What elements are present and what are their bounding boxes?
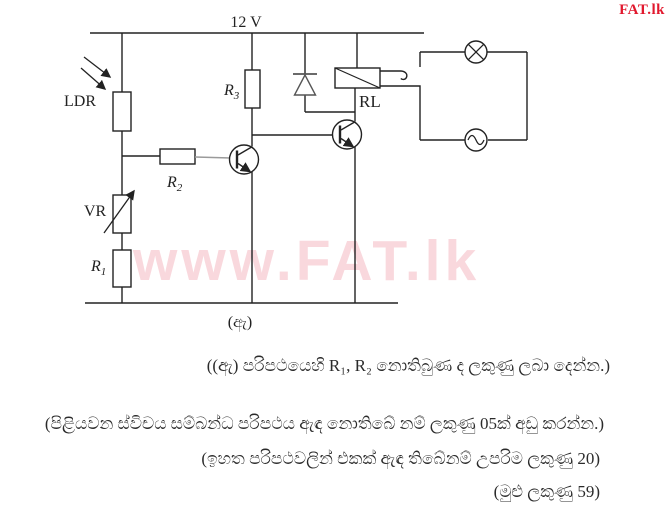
relay-moving-contact [380, 70, 408, 81]
vr-label: VR [84, 203, 107, 220]
marking-note-3: (ඉහත පරිපථවලින් එකක් ඇඳ තිබේනම් උපරිම ලක… [201, 449, 600, 468]
ldr-label: LDR [64, 93, 96, 110]
watermark-center: www.FAT.lk [133, 229, 481, 293]
diode-wire [304, 33, 355, 113]
r1-label: R1 [90, 258, 106, 278]
r2-label: R2 [166, 174, 183, 194]
transistor1-symbol [228, 144, 260, 175]
relay-label: RL [359, 92, 381, 111]
r3-symbol [244, 69, 261, 109]
light-arrow-icon [83, 56, 112, 78]
diode-symbol [293, 73, 317, 96]
r2-symbol [159, 148, 196, 165]
marking-note-1: ((ඇ) පරිපථයෙහි R₁, R₂ නොතිබුණ ද ලකුණු ලබ… [206, 356, 610, 375]
ldr-symbol [112, 91, 132, 132]
transistor1-collector [237, 145, 253, 156]
transistor1-emitter-arrow [237, 162, 252, 173]
r2-to-base-wire [194, 156, 232, 159]
light-arrow-icon [80, 67, 107, 90]
total-marks-note: (මුළු ලකුණු 59) [493, 482, 600, 501]
r3-label: R3 [223, 82, 240, 102]
contact-common-wire [380, 85, 421, 140]
transistor2-emitter-arrow [340, 137, 355, 148]
supply-voltage-label: 12 V [230, 14, 262, 31]
lamp-cross [467, 43, 485, 61]
marking-note-2: (පිළියවන ස්විචය සම්බන්ධ පරිපථය ඇඳ නොතිබේ… [44, 414, 604, 433]
r1-symbol [112, 249, 132, 288]
ac-sine-glyph [467, 134, 485, 146]
lamp-loop-wire [420, 51, 528, 141]
relay-coil-diagonal [334, 67, 381, 89]
vr-symbol [112, 194, 132, 234]
figure-caption: (ඇ) [228, 314, 253, 332]
transistor2-collector [340, 120, 356, 131]
transistor2-symbol [331, 119, 363, 150]
watermark-corner: FAT.lk [619, 2, 665, 18]
vr-wiper-arrow [103, 189, 135, 234]
circuit-diagram: 12 V LDR VR R1 R2 R3 [64, 14, 528, 332]
